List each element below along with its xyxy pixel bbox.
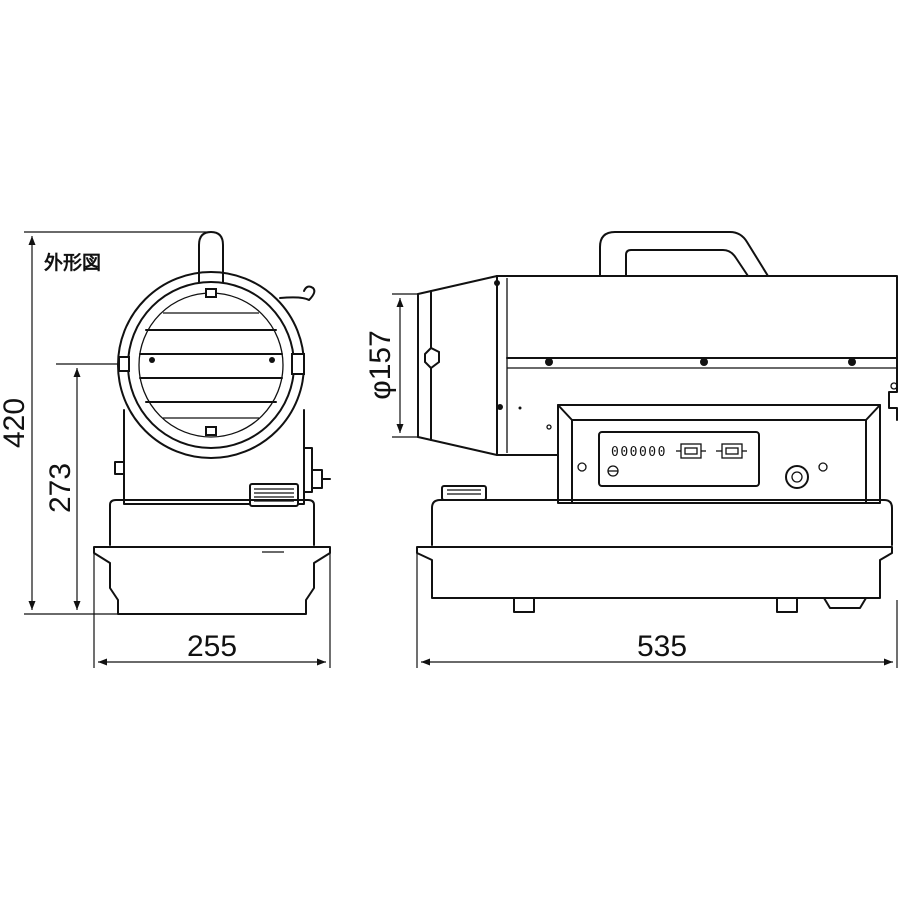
- outlet-guard: [138, 292, 284, 438]
- front-base-plate: [93, 546, 331, 615]
- drawing-title: 外形図: [44, 252, 102, 274]
- fuel-cap: [441, 485, 487, 501]
- side-base-plate: [416, 546, 893, 599]
- louver-grille: [139, 312, 283, 419]
- side-tank: [431, 499, 893, 546]
- bottom-clip: [205, 426, 217, 436]
- button-right: [721, 443, 743, 459]
- side-hook: [279, 285, 316, 301]
- height-outlet-label: 273: [44, 463, 77, 513]
- left-clip: [118, 356, 130, 372]
- rivets: [494, 280, 898, 430]
- dimension-lines: [24, 231, 898, 668]
- front-tank: [109, 499, 315, 546]
- indicator-lights: 000000: [611, 445, 667, 460]
- width-front-label: 255: [187, 630, 237, 663]
- left-stud: [114, 461, 125, 475]
- main-body: [496, 275, 898, 421]
- height-total-label: 420: [0, 398, 31, 448]
- outlet-ring-inner: [127, 281, 295, 449]
- side-knob: [311, 469, 323, 489]
- dial: [249, 483, 299, 507]
- foot-left: [513, 597, 535, 613]
- button-left: [680, 443, 702, 459]
- carry-handle: [599, 231, 769, 277]
- outlet-diameter-label: φ157: [364, 330, 397, 400]
- display-panel: [598, 431, 760, 487]
- front-view: [93, 231, 331, 615]
- control-box: 000000: [557, 404, 881, 504]
- right-clip: [291, 353, 305, 375]
- nozzle-tab: [424, 346, 440, 370]
- top-clip: [205, 288, 217, 298]
- side-view: 000000: [416, 231, 898, 613]
- length-side-label: 535: [637, 630, 687, 663]
- foot-right: [776, 597, 798, 613]
- side-knob-plate: [303, 447, 313, 493]
- top-handle: [198, 231, 224, 283]
- thermostat-knob: [785, 465, 809, 489]
